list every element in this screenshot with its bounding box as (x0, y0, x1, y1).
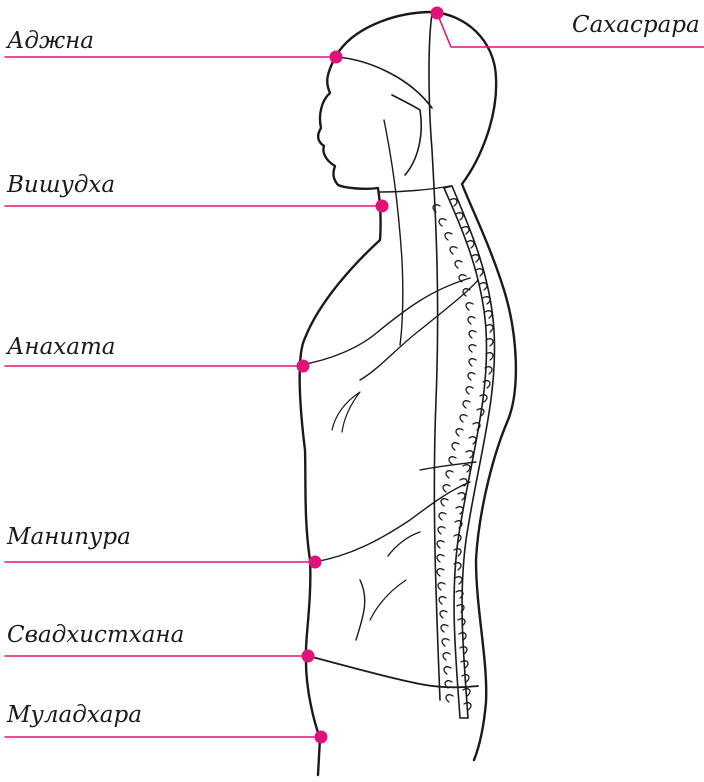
arm-line-2 (380, 186, 450, 192)
dot-svadhisthana (302, 650, 315, 663)
label-anahata: Анахата (7, 336, 116, 359)
label-vishuddha: Вишудха (7, 174, 115, 197)
spine (433, 186, 494, 718)
hand-line (332, 392, 360, 432)
dot-vishuddha (376, 200, 389, 213)
pelvis-line-2 (370, 580, 406, 620)
abdomen-line (388, 532, 420, 556)
label-svadhisthana: Свадхистхана (7, 624, 184, 647)
label-manipura: Манипура (7, 526, 131, 549)
belly-line (420, 462, 476, 470)
dot-ajna (330, 51, 343, 64)
dot-anahata (297, 360, 310, 373)
central-channel (429, 14, 440, 700)
arm-line (300, 278, 470, 365)
sacral-line (308, 656, 478, 687)
dot-muladhara (315, 731, 328, 744)
ear-line (392, 95, 421, 175)
dot-sahasrara (431, 7, 444, 20)
pelvis-line (356, 580, 365, 640)
side-channel (384, 120, 403, 345)
dot-manipura (309, 556, 322, 569)
label-sahasrara: Сахасрара (572, 14, 700, 37)
side-channel-2 (360, 280, 478, 380)
body-back-outline (432, 12, 516, 760)
body-front-outline (300, 12, 432, 775)
label-ajna: Аджна (7, 30, 94, 53)
crown-line (337, 57, 432, 108)
label-muladhara: Муладхара (7, 704, 142, 727)
